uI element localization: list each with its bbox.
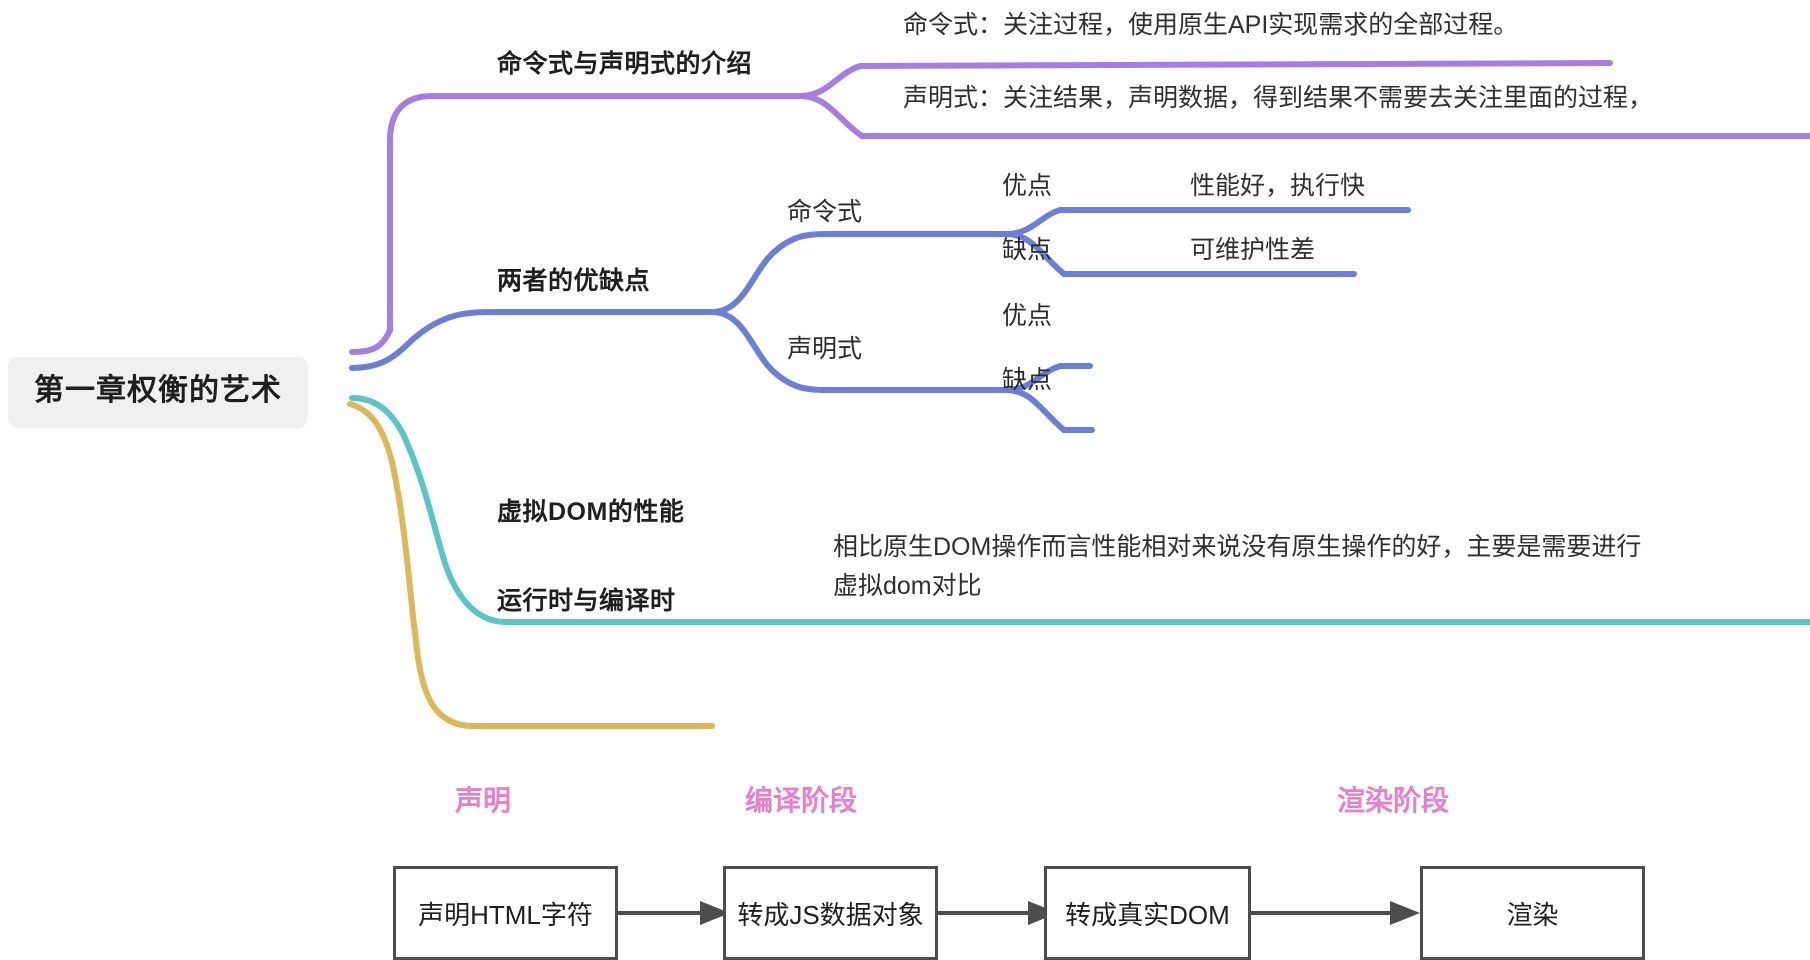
connector-imperative-pro <box>1003 207 1411 237</box>
topic-declarative-intro[interactable]: 命令式与声明式的介绍 <box>497 50 753 78</box>
topic-runtime-compiletime[interactable]: 运行时与编译时 <box>497 587 676 615</box>
leaf-vdom-performance[interactable]: 相比原生DOM操作而言性能相对来说没有原生操作的好，主要是需要进行虚拟dom对比 <box>833 533 1642 600</box>
flow-box-to-js-object[interactable]: 转成JS数据对象 <box>723 866 938 960</box>
node-imperative-con[interactable]: 缺点 <box>1002 236 1053 264</box>
connector-node-imperative <box>709 231 1009 315</box>
flow-box-to-real-dom[interactable]: 转成真实DOM <box>1044 866 1251 960</box>
topic-pros-cons[interactable]: 两者的优缺点 <box>497 267 651 295</box>
leaf-imperative-advantage[interactable]: 性能好，执行快 <box>1190 172 1366 200</box>
connector-branch-runtime <box>347 401 715 729</box>
node-imperative-pro[interactable]: 优点 <box>1002 172 1053 200</box>
leaf-imperative-intro[interactable]: 命令式：关注过程，使用原生API实现需求的全部过程。 <box>903 11 1519 39</box>
topic-vdom-performance[interactable]: 虚拟DOM的性能 <box>497 498 685 526</box>
connector-branch-declarative <box>349 93 803 355</box>
stage-label-declare: 声明 <box>455 785 512 816</box>
node-declarative-con[interactable]: 缺点 <box>1002 366 1053 394</box>
leaf-imperative-disadvantage[interactable]: 可维护性差 <box>1190 236 1316 264</box>
node-declarative[interactable]: 声明式 <box>787 335 863 363</box>
connector-branch-pros-cons <box>349 309 715 371</box>
stage-label-compile: 编译阶段 <box>745 785 858 816</box>
node-imperative[interactable]: 命令式 <box>787 198 863 226</box>
leaf-declarative-intro[interactable]: 声明式：关注结果，声明数据，得到结果不需要去关注里面的过程， <box>903 84 1654 112</box>
flow-box-declare-html[interactable]: 声明HTML字符 <box>393 866 618 960</box>
stage-label-render: 渲染阶段 <box>1337 785 1450 816</box>
root-node[interactable]: 第一章权衡的艺术 <box>8 357 308 428</box>
node-declarative-pro[interactable]: 优点 <box>1002 302 1053 330</box>
flow-box-render[interactable]: 渲染 <box>1420 866 1645 960</box>
